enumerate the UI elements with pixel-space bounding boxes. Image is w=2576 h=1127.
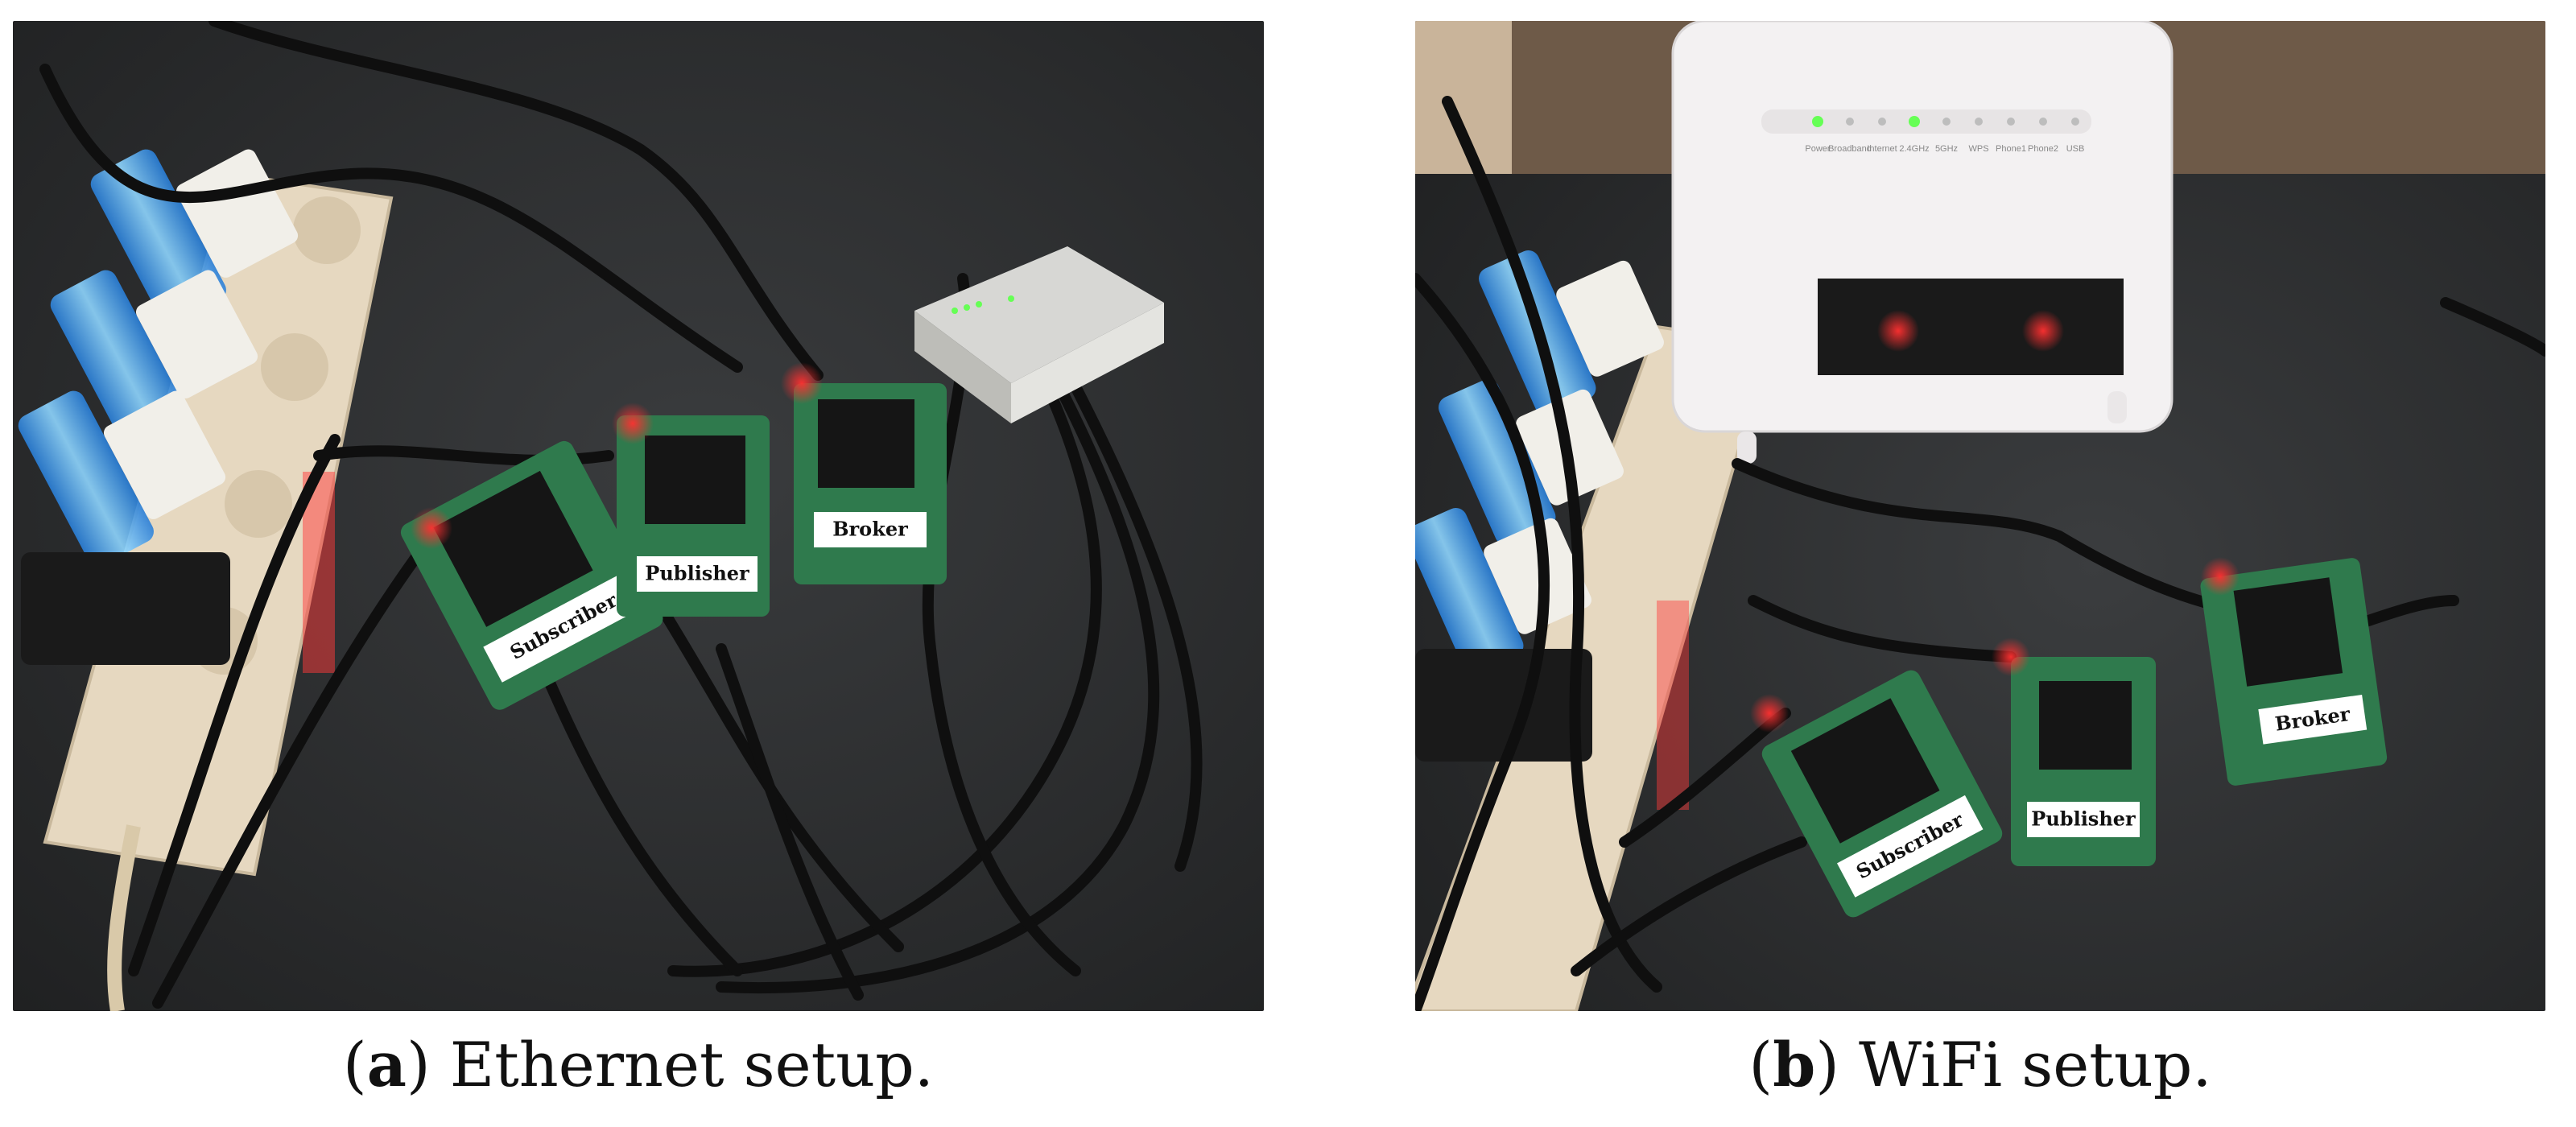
cables bbox=[39, 21, 1203, 1009]
router-label-24ghz: 2.4GHz bbox=[1899, 144, 1929, 154]
caption-letter-b: b bbox=[1773, 1029, 1816, 1100]
router-label-5ghz: 5GHz bbox=[1935, 144, 1958, 154]
wifi-setup-photo: Power Broadband Internet 2.4GHz 5GHz WPS… bbox=[1415, 21, 2545, 1011]
publisher-label-b: Publisher bbox=[2031, 807, 2136, 831]
broker-label-a: Broker bbox=[832, 518, 908, 541]
status-leds bbox=[1750, 557, 2240, 733]
publisher-board: Publisher bbox=[2011, 657, 2156, 866]
caption-text-b: WiFi setup. bbox=[1859, 1029, 2212, 1100]
broker-board: Broker bbox=[2200, 558, 2388, 786]
wifi-router: Power Broadband Internet 2.4GHz 5GHz WPS… bbox=[1671, 21, 2174, 464]
publisher-label-a: Publisher bbox=[645, 562, 749, 585]
subscriber-board: Subscriber bbox=[1761, 670, 2003, 918]
caption-wifi: (b) WiFi setup. bbox=[1748, 1029, 2212, 1100]
router-label-usb: USB bbox=[2066, 144, 2085, 154]
router-label-phone2: Phone2 bbox=[2028, 144, 2058, 154]
router-label-internet: Internet bbox=[1867, 144, 1897, 154]
publisher-board: Publisher bbox=[617, 415, 770, 617]
subscriber-board: Subscriber bbox=[400, 440, 663, 710]
router-label-phone1: Phone1 bbox=[1996, 144, 2026, 154]
router-label-wps: WPS bbox=[1968, 144, 1988, 154]
caption-letter-a: a bbox=[366, 1029, 407, 1100]
caption-text-a: Ethernet setup. bbox=[449, 1029, 934, 1100]
router-label-broadband: Broadband bbox=[1828, 144, 1872, 154]
ethernet-setup-illustration: Subscriber Publisher Broker bbox=[13, 21, 1264, 1011]
caption-ethernet: (a) Ethernet setup. bbox=[343, 1029, 934, 1100]
network-switch bbox=[914, 246, 1164, 423]
status-leds bbox=[411, 362, 823, 549]
ethernet-uplink-cable bbox=[107, 824, 141, 1011]
broker-board: Broker bbox=[794, 383, 947, 584]
ethernet-setup-photo: Subscriber Publisher Broker bbox=[13, 21, 1264, 1011]
router-label-power: Power bbox=[1805, 144, 1831, 154]
usb-power-meters bbox=[1415, 250, 1664, 762]
wifi-setup-illustration: Power Broadband Internet 2.4GHz 5GHz WPS… bbox=[1415, 21, 2545, 1011]
